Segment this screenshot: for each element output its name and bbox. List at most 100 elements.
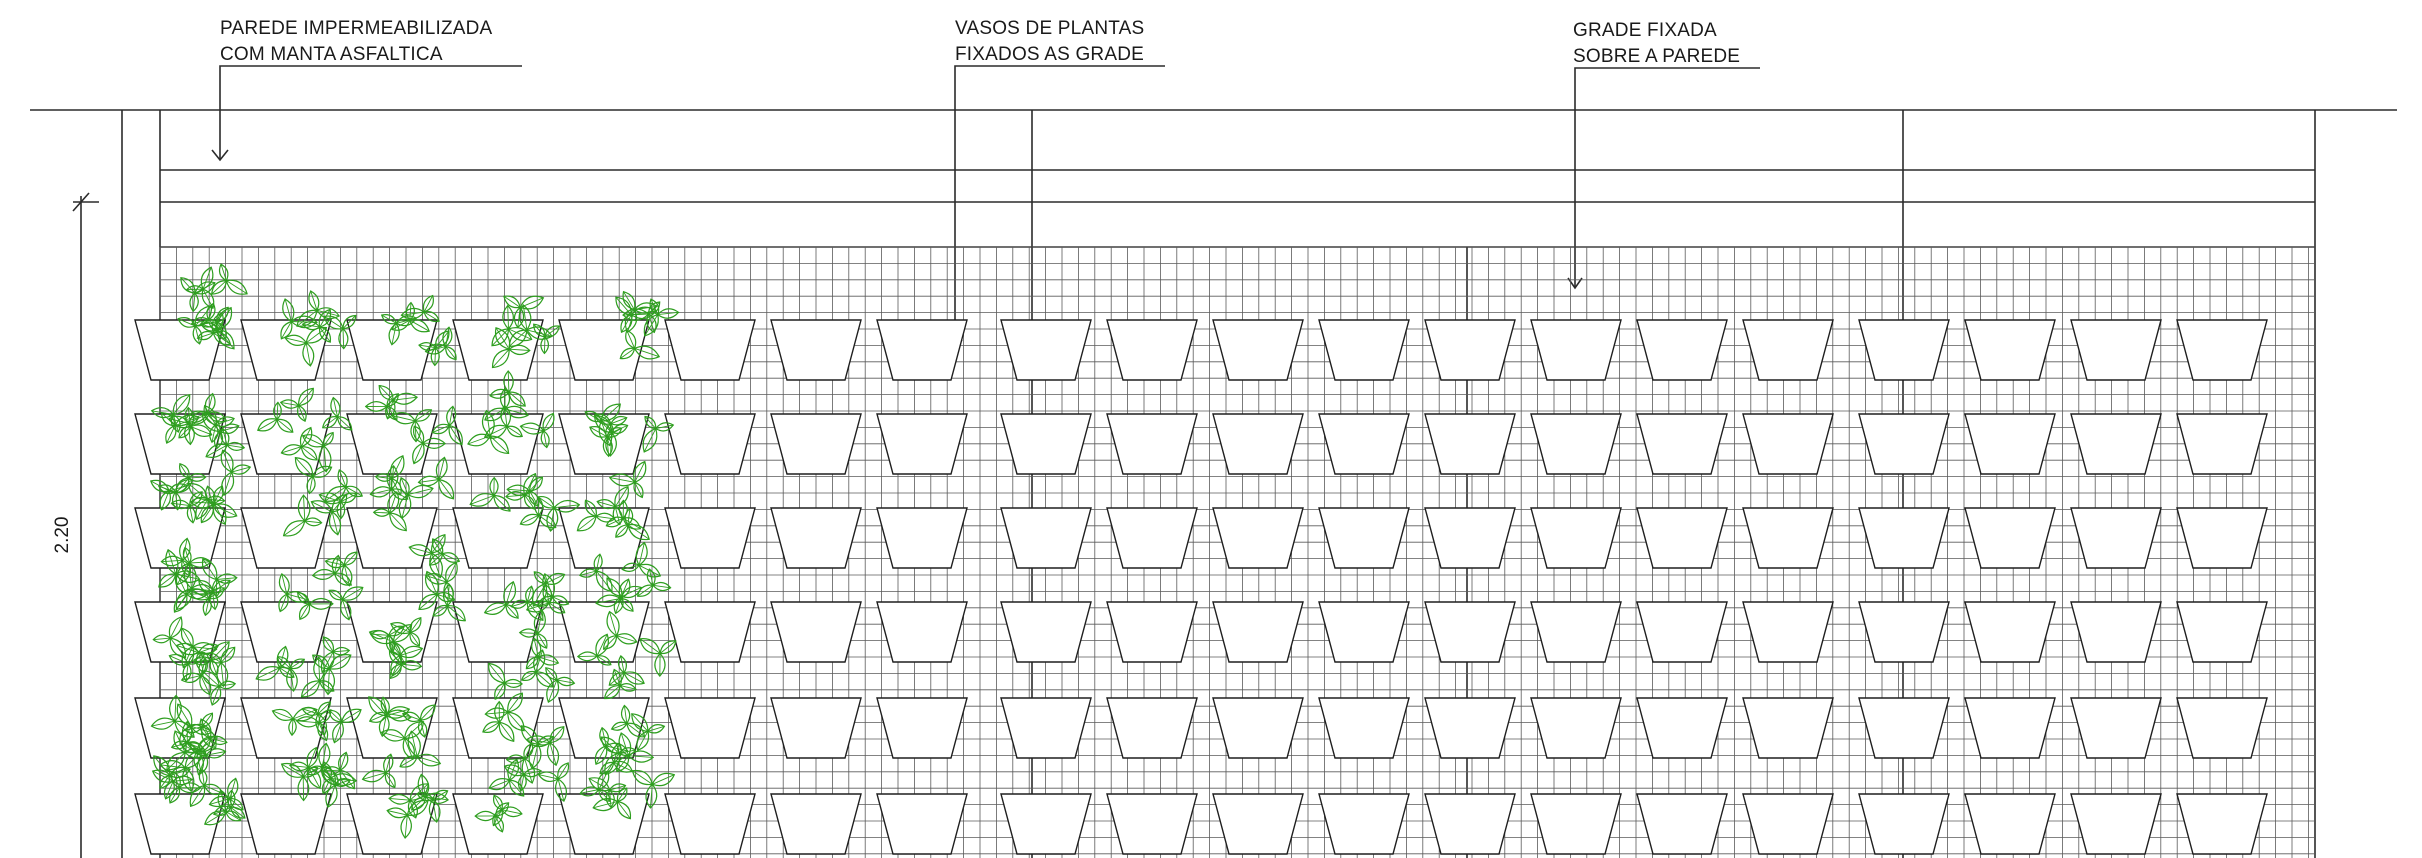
- leaf-vein: [202, 558, 217, 580]
- leaf-vein: [484, 604, 507, 614]
- leaf-vein: [389, 512, 407, 531]
- plant-pot: [1742, 697, 1834, 759]
- leader-grid: [1574, 67, 1760, 288]
- leaf-vein: [165, 781, 174, 799]
- leaf-vein: [257, 418, 278, 431]
- leaf-vein: [545, 667, 558, 681]
- plant-pot: [1424, 413, 1516, 475]
- leaf-vein: [613, 743, 620, 763]
- leaf-vein: [207, 413, 227, 421]
- plant-clump: [408, 533, 466, 622]
- plant-clump: [150, 694, 228, 776]
- leaf-vein: [339, 769, 355, 789]
- leaf-vein: [620, 655, 625, 673]
- plant-clump: [282, 456, 363, 537]
- leaf-vein: [409, 546, 432, 554]
- leaf-vein: [438, 457, 445, 480]
- leaf-vein: [537, 633, 547, 649]
- leaf-vein: [222, 450, 232, 473]
- leaf-vein: [519, 632, 538, 634]
- plant-pot: [558, 319, 650, 381]
- leaf-vein: [220, 662, 225, 687]
- plant-pot: [1424, 697, 1516, 759]
- leaf-vein: [308, 767, 321, 789]
- leaf-vein: [209, 798, 230, 805]
- leaf-vein: [197, 332, 214, 339]
- plant-clump: [474, 758, 570, 833]
- leaf-vein: [631, 713, 649, 732]
- leaf-vein: [543, 430, 548, 448]
- leaf-vein: [598, 789, 611, 802]
- leaf-vein: [391, 323, 397, 345]
- leaf-vein: [634, 347, 660, 358]
- plant-pot: [770, 319, 862, 381]
- plant-clump: [584, 403, 675, 458]
- leaf-vein: [535, 671, 554, 688]
- leaf-vein: [589, 426, 608, 437]
- leaf-vein: [622, 564, 640, 570]
- leaf-vein: [201, 712, 213, 728]
- leaf-vein: [537, 610, 543, 634]
- leader-lines: [211, 65, 1760, 352]
- leaf-vein: [211, 424, 217, 443]
- leaf-vein: [627, 508, 631, 525]
- leaf-vein: [425, 346, 446, 353]
- leaf-vein: [638, 542, 645, 566]
- leaf-vein: [216, 431, 221, 449]
- plant-pot: [2070, 413, 2162, 475]
- leaf-vein: [226, 280, 248, 295]
- plant-pot: [770, 413, 862, 475]
- leaf-vein: [206, 751, 226, 756]
- leaf-vein: [207, 486, 214, 506]
- plant-pot: [1964, 507, 2056, 569]
- leaf-vein: [331, 511, 339, 535]
- leaf-vein: [505, 581, 514, 605]
- leader-wall: [219, 65, 522, 160]
- leaf-vein: [552, 596, 569, 605]
- leaf-vein: [647, 725, 665, 732]
- plant-pot: [240, 793, 332, 855]
- leaf-vein: [389, 797, 411, 801]
- leaf-vein: [202, 267, 212, 290]
- leaf-vein: [289, 764, 309, 768]
- leaf-vein: [323, 769, 341, 772]
- leaf-vein: [627, 524, 650, 540]
- leaf-vein: [194, 325, 201, 345]
- leaf-vein: [189, 561, 211, 564]
- leaf-vein: [520, 514, 539, 525]
- leaf-vein: [180, 277, 196, 294]
- leaf-vein: [402, 713, 421, 721]
- leaf-vein: [340, 493, 357, 503]
- leaf-vein: [220, 264, 227, 281]
- leaf-vein: [311, 501, 333, 513]
- leaf-vein: [508, 391, 526, 407]
- plant-pot: [664, 319, 756, 381]
- leaf-vein: [204, 785, 223, 794]
- leaf-vein: [509, 348, 530, 351]
- plant-pot: [2176, 413, 2268, 475]
- leaf-vein: [176, 562, 190, 585]
- plant-pot: [558, 793, 650, 855]
- plant-clump: [280, 742, 358, 808]
- leaf-vein: [168, 485, 188, 492]
- leaf-vein: [425, 796, 449, 801]
- leaf-vein: [386, 708, 410, 717]
- leaf-vein: [319, 326, 331, 343]
- leaf-vein: [176, 572, 188, 595]
- leaf-vein: [310, 290, 318, 311]
- leaf-vein: [409, 302, 412, 321]
- plant-clump: [368, 696, 442, 768]
- plant-clump: [364, 384, 463, 465]
- leaf-vein: [644, 416, 657, 429]
- leaf-vein: [617, 787, 628, 802]
- leaf-vein: [207, 393, 214, 414]
- plant-pot: [664, 793, 756, 855]
- plant-pot: [1000, 413, 1092, 475]
- leaf-vein: [609, 477, 635, 483]
- leaf-vein: [623, 291, 635, 310]
- leaf-vein: [410, 731, 418, 757]
- leaf-vein: [225, 811, 241, 821]
- leaf-vein: [388, 635, 393, 653]
- leaf-vein: [634, 482, 643, 498]
- leaf-vein: [504, 682, 523, 685]
